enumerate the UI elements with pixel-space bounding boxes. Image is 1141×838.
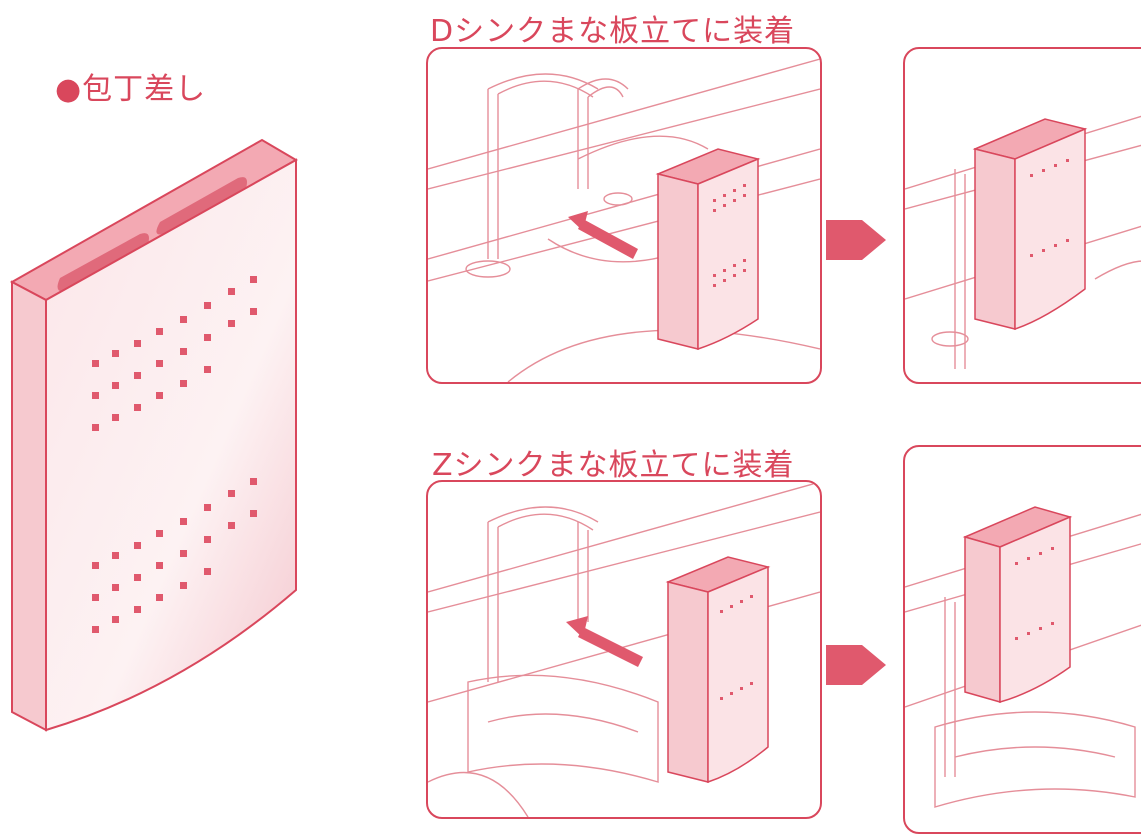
z-sink-before-drawing xyxy=(428,482,820,817)
main-title: ●包丁差し xyxy=(55,72,207,107)
d-sink-before-drawing xyxy=(428,58,820,382)
right-arrow-icon xyxy=(826,220,886,260)
knife-holder-illustration xyxy=(9,138,299,732)
d-sink-after-panel xyxy=(903,47,1141,384)
z-sink-before-panel xyxy=(426,480,822,819)
z-sink-after-drawing xyxy=(905,506,1141,808)
z-sink-title: Zシンクまな板立てに装着 xyxy=(432,448,795,483)
z-sink-after-panel xyxy=(903,445,1141,834)
d-sink-title: Dシンクまな板立てに装着 xyxy=(430,14,796,49)
right-arrow-icon xyxy=(826,645,886,685)
d-sink-after-drawing xyxy=(905,115,1141,369)
d-sink-before-panel xyxy=(426,47,822,384)
